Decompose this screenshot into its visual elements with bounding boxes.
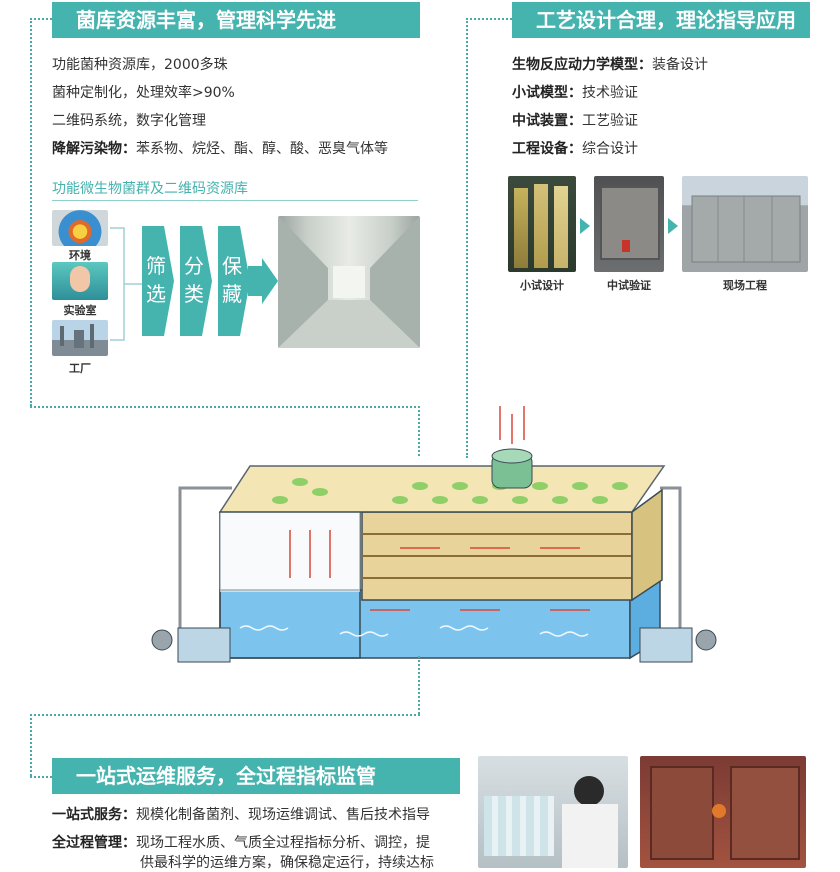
source-label: 环境 xyxy=(69,249,91,262)
design-item: 中试装置：工艺验证 xyxy=(512,113,638,129)
divider xyxy=(52,200,418,201)
service-item: 供最科学的运维方案，确保稳定运行，持续达标 xyxy=(140,855,434,871)
connector-line xyxy=(466,18,512,20)
lab-scale-photo xyxy=(508,176,576,272)
design-title: 工艺设计合理，理论指导应用 xyxy=(536,8,796,32)
factory-photo xyxy=(52,320,108,356)
connector-line xyxy=(466,18,468,458)
design-item: 小试模型：技术验证 xyxy=(512,85,638,101)
design-item: 生物反应动力学模型：装备设计 xyxy=(512,57,708,73)
strain-subheading: 功能微生物菌群及二维码资源库 xyxy=(52,181,248,197)
source-label: 工厂 xyxy=(69,362,91,375)
connector-line xyxy=(418,656,420,714)
strain-item: 降解污染物：苯系物、烷烃、酯、醇、酸、恶臭气体等 xyxy=(52,141,388,157)
service-title: 一站式运维服务，全过程指标监管 xyxy=(76,764,376,788)
connector-line xyxy=(30,18,52,20)
bioreactor-diagram xyxy=(151,406,717,663)
connector-line xyxy=(30,714,420,716)
design-header: 工艺设计合理，理论指导应用 xyxy=(512,2,810,38)
connector-line xyxy=(30,406,420,408)
process-step: 分类 xyxy=(184,254,204,306)
process-step: 筛选 xyxy=(146,254,166,306)
strain-title: 菌库资源丰富，管理科学先进 xyxy=(76,8,336,32)
stage-label: 现场工程 xyxy=(723,279,767,292)
service-item: 全过程管理：现场工程水质、气质全过程指标分析、调控，提 xyxy=(52,835,430,851)
stage-label: 中试验证 xyxy=(607,279,651,292)
stage-label: 小试设计 xyxy=(520,279,564,292)
field-project-photo xyxy=(682,176,808,272)
connector-line xyxy=(418,406,420,456)
environment-photo xyxy=(52,210,108,246)
process-step: 保藏 xyxy=(222,254,242,306)
arrow-icon xyxy=(580,218,590,234)
storage-room-photo xyxy=(278,216,420,348)
source-label: 实验室 xyxy=(63,304,97,317)
strain-item: 功能菌种资源库，2000多珠 xyxy=(52,57,228,73)
connector-line xyxy=(30,714,32,776)
strain-item: 二维码系统，数字化管理 xyxy=(52,113,206,129)
arrow-icon xyxy=(668,218,678,234)
lab-technician-photo xyxy=(478,756,628,868)
field-service-photo xyxy=(640,756,806,868)
service-header: 一站式运维服务，全过程指标监管 xyxy=(52,758,460,794)
design-item: 工程设备：综合设计 xyxy=(512,141,638,157)
connector-line xyxy=(30,18,32,406)
strain-header: 菌库资源丰富，管理科学先进 xyxy=(52,2,420,38)
pilot-scale-photo xyxy=(594,176,664,272)
laboratory-photo xyxy=(52,262,108,300)
process-chevrons xyxy=(142,226,278,336)
service-item: 一站式服务：规模化制备菌剂、现场运维调试、售后技术指导 xyxy=(52,807,430,823)
strain-item: 菌种定制化，处理效率>90% xyxy=(52,85,235,101)
connector-line xyxy=(30,776,52,778)
